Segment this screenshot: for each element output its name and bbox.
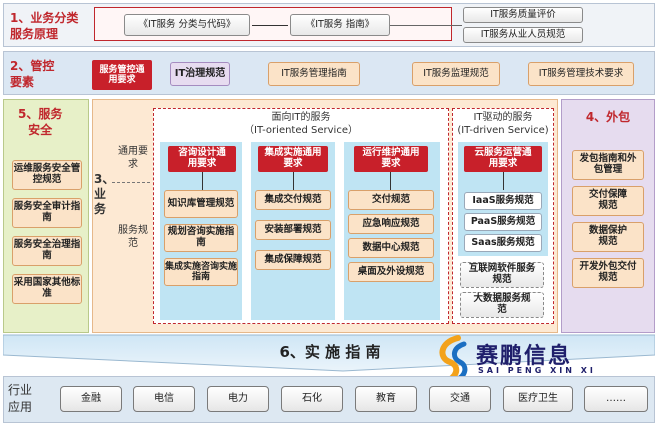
delivery-assurance-box[interactable]: 交付保障规范: [572, 186, 644, 216]
row1-label: 1、业务分类 服务原理: [10, 11, 79, 41]
it-service-classification-box[interactable]: 《IT服务 分类与代码》: [124, 14, 250, 36]
emergency-response-spec-box[interactable]: 应急响应规范: [348, 214, 434, 234]
outsourcing-guide-box[interactable]: 发包指南和外包管理: [572, 150, 644, 180]
knowledge-base-spec-box[interactable]: 知识库管理规范: [164, 190, 238, 218]
operations-maint-header[interactable]: 运行维护通用要求: [354, 146, 428, 172]
outsourcing-panel: [561, 99, 655, 333]
it-governance-spec-box[interactable]: IT治理规范: [170, 62, 230, 86]
integration-assurance-spec-box[interactable]: 集成保障规范: [255, 250, 331, 270]
row1-right-line: [390, 25, 462, 26]
integration-impl-header[interactable]: 集成实施通用要求: [258, 146, 328, 172]
security-title: 5、服务 安全: [18, 107, 63, 137]
industry-more[interactable]: ……: [584, 386, 648, 412]
row1-arrow-line: [252, 25, 288, 26]
industry-education[interactable]: 教育: [355, 386, 417, 412]
internet-software-spec-box[interactable]: 互联网软件服务规范: [460, 262, 544, 288]
logo-pinyin: SAI PENG XIN XI: [478, 366, 596, 375]
ops-security-control-spec-box[interactable]: 运维服务安全管控规范: [12, 160, 82, 190]
industry-label: 行业 应用: [8, 383, 33, 414]
operations-arrow: [390, 172, 391, 190]
data-center-spec-box[interactable]: 数据中心规范: [348, 238, 434, 258]
data-protection-box[interactable]: 数据保护规范: [572, 222, 644, 252]
big-data-spec-box[interactable]: 大数据服务规范: [460, 292, 544, 318]
implementation-arrow: [3, 334, 655, 372]
it-service-supervision-spec-box[interactable]: IT服务监理规范: [412, 62, 500, 86]
iaas-spec-box[interactable]: IaaS服务规范: [464, 192, 542, 210]
outsourcing-title: 4、外包: [585, 110, 631, 124]
row2-label: 2、管控 要素: [10, 59, 55, 89]
integration-consulting-guide-box[interactable]: 集成实施咨询实施指南: [164, 258, 238, 286]
consulting-arrow: [202, 172, 203, 190]
consulting-design-header[interactable]: 咨询设计通用要求: [168, 146, 236, 172]
service-control-general-req-box[interactable]: 服务管控通用要求: [92, 60, 152, 90]
delivery-spec-box[interactable]: 交付规范: [348, 190, 434, 210]
it-service-mgmt-tech-req-box[interactable]: IT服务管理技术要求: [528, 62, 634, 86]
service-spec-label: 服务规范: [118, 225, 148, 249]
industry-telecom[interactable]: 电信: [133, 386, 195, 412]
integration-arrow: [293, 172, 294, 190]
business-divider: [112, 182, 150, 183]
it-service-mgmt-guide-box[interactable]: IT服务管理指南: [268, 62, 360, 86]
cloud-arrow: [503, 172, 504, 190]
saas-spec-box[interactable]: Saas服务规范: [464, 234, 542, 252]
service-staff-spec-box[interactable]: IT服务从业人员规范: [463, 27, 583, 43]
industry-healthcare[interactable]: 医疗卫生: [503, 386, 573, 412]
it-service-guide-box[interactable]: 《IT服务 指南》: [290, 14, 390, 36]
adopt-national-standards-box[interactable]: 采用国家其他标准: [12, 274, 82, 304]
cloud-operation-header[interactable]: 云服务运营通用要求: [464, 146, 542, 172]
general-req-label: 通用要求: [118, 146, 148, 170]
dev-outsourcing-delivery-box[interactable]: 开发外包交付规范: [572, 258, 644, 288]
it-driven-title: IT驱动的服务 (IT-driven Service): [457, 112, 549, 136]
security-audit-guide-box[interactable]: 服务安全审计指南: [12, 198, 82, 228]
paas-spec-box[interactable]: PaaS服务规范: [464, 213, 542, 231]
integration-delivery-spec-box[interactable]: 集成交付规范: [255, 190, 331, 210]
install-deploy-spec-box[interactable]: 安装部署规范: [255, 220, 331, 240]
industry-petrochemical[interactable]: 石化: [281, 386, 343, 412]
business-label: 3、业务: [94, 172, 115, 216]
industry-finance[interactable]: 金融: [60, 386, 122, 412]
service-quality-eval-box[interactable]: IT服务质量评价: [463, 7, 583, 23]
desktop-peripheral-spec-box[interactable]: 桌面及外设规范: [348, 262, 434, 282]
it-oriented-title: 面向IT的服务 （IT-oriented Service）: [244, 112, 358, 136]
logo-name: 赛鹏信息: [476, 344, 573, 369]
implementation-title: 6、实 施 指 南: [279, 343, 381, 361]
industry-power[interactable]: 电力: [207, 386, 269, 412]
planning-consulting-guide-box[interactable]: 规划咨询实施指南: [164, 224, 238, 252]
security-governance-guide-box[interactable]: 服务安全治理指南: [12, 236, 82, 266]
industry-transport[interactable]: 交通: [429, 386, 491, 412]
